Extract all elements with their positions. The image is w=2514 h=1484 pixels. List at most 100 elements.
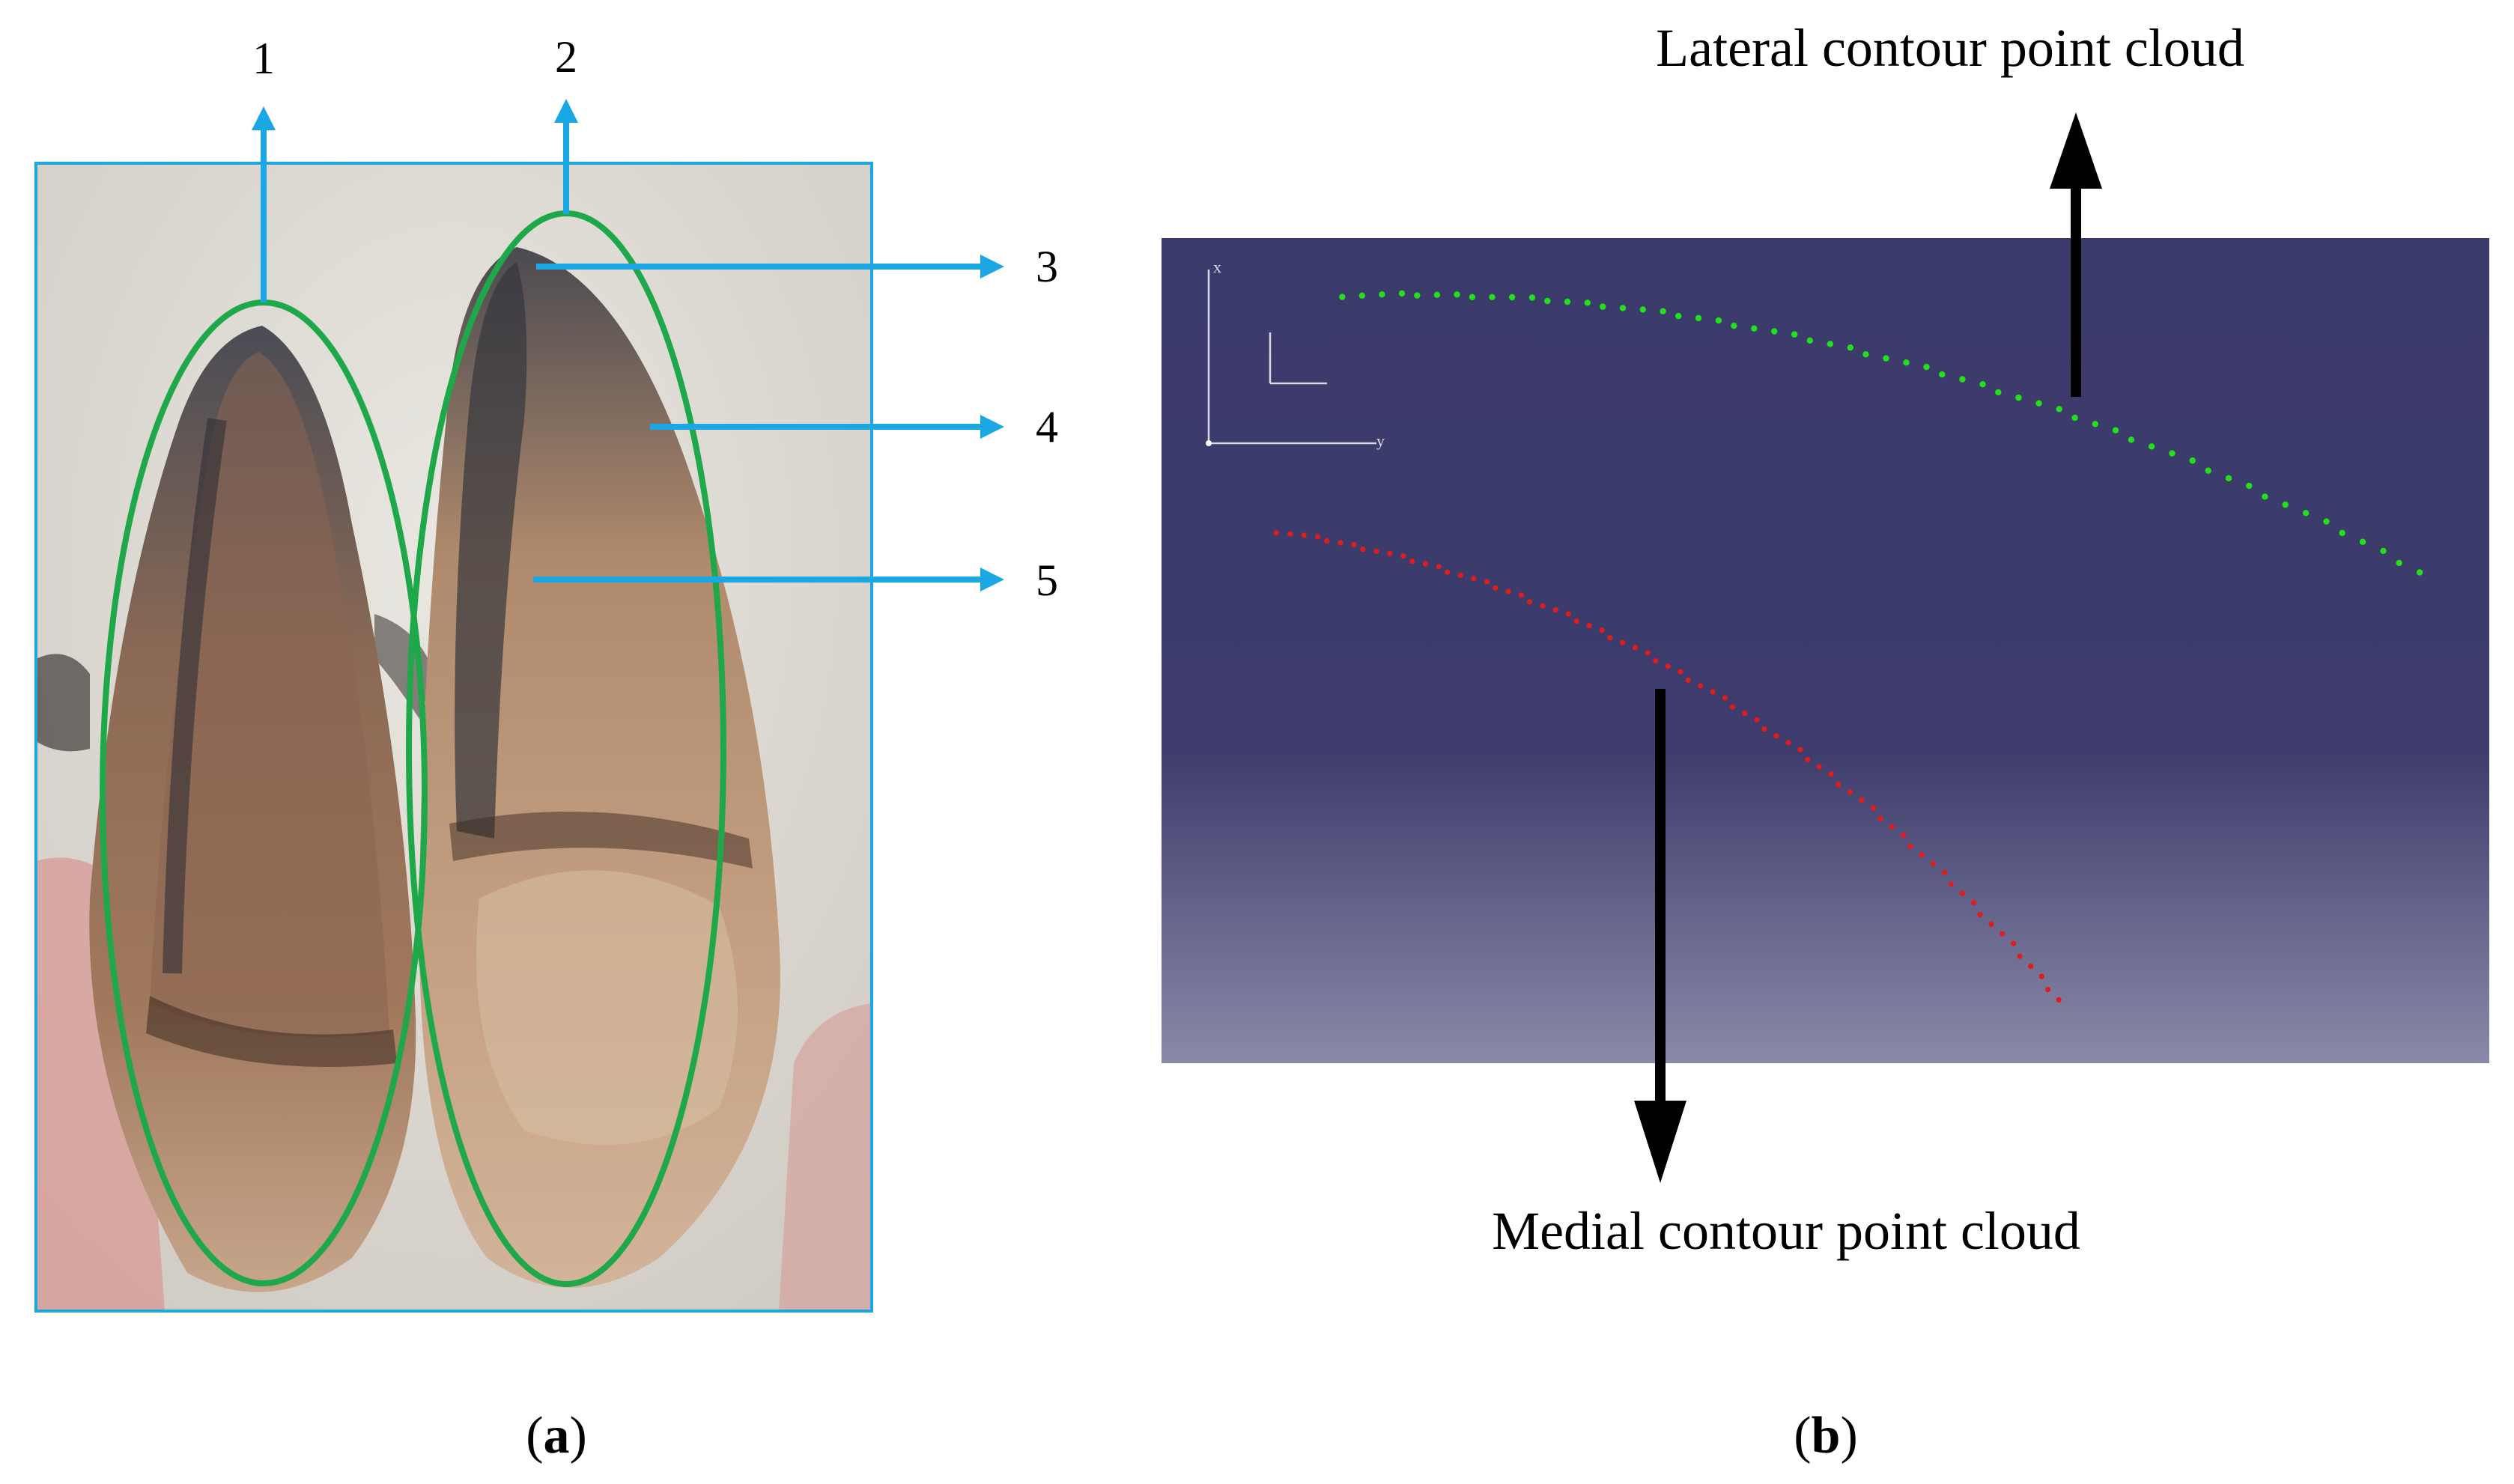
medial-point xyxy=(2028,964,2034,970)
caption-b-letter: b xyxy=(1812,1407,1841,1465)
medial-point xyxy=(1742,711,1748,717)
lateral-point xyxy=(1619,305,1627,311)
panel-a: 1 2 3 4 5 (a) xyxy=(34,32,1058,1465)
lateral-point xyxy=(1339,294,1346,300)
medial-point xyxy=(1422,561,1428,567)
medial-point xyxy=(1919,852,1925,858)
lateral-point xyxy=(1398,290,1406,297)
medial-point xyxy=(1836,782,1842,788)
lateral-point xyxy=(1939,371,1946,378)
medial-point xyxy=(2017,953,2023,959)
medial-point xyxy=(1871,805,1877,811)
lateral-point xyxy=(1544,297,1551,305)
medial-point xyxy=(1970,899,1976,905)
medial-arrow xyxy=(1634,689,1686,1183)
medial-point xyxy=(1816,764,1822,770)
lateral-point xyxy=(2416,569,2423,576)
lateral-label: Lateral contour point cloud xyxy=(1656,18,2244,78)
medial-point xyxy=(1959,890,1965,896)
lateral-point xyxy=(2015,394,2022,401)
medial-point xyxy=(1387,550,1393,557)
hoof-photo xyxy=(36,163,872,1311)
medial-point xyxy=(2045,987,2051,993)
lateral-point xyxy=(1731,322,1737,329)
medial-point xyxy=(1797,746,1803,752)
caption-b-open: ( xyxy=(1794,1407,1811,1465)
lateral-point xyxy=(1771,328,1778,335)
medial-point xyxy=(1645,650,1651,656)
lateral-point xyxy=(2380,547,2387,554)
medial-point xyxy=(1599,627,1605,633)
medial-point xyxy=(1527,599,1533,605)
medial-point xyxy=(1761,726,1767,732)
lateral-point xyxy=(1979,381,1986,388)
lateral-point xyxy=(1509,294,1516,301)
medial-point xyxy=(1847,789,1853,795)
medial-point xyxy=(1754,717,1760,723)
lateral-point xyxy=(1660,308,1666,314)
medial-point xyxy=(1988,921,1994,927)
medial-point xyxy=(1877,815,1883,821)
lateral-point xyxy=(2262,493,2268,500)
medial-point xyxy=(1287,531,1293,537)
medial-point xyxy=(1773,733,1779,739)
lateral-point xyxy=(2225,475,2232,481)
medial-point xyxy=(1710,689,1716,695)
medial-point xyxy=(1505,589,1511,594)
caption-a-close: ) xyxy=(570,1407,587,1465)
caption-b: (b) xyxy=(1794,1407,1858,1465)
medial-point xyxy=(1573,618,1579,624)
caption-a: (a) xyxy=(526,1407,587,1465)
lateral-point xyxy=(2302,510,2310,517)
medial-point xyxy=(1941,869,1948,875)
lateral-point xyxy=(1469,294,1476,300)
lateral-point xyxy=(2148,443,2155,450)
medial-point xyxy=(2011,940,2017,946)
lateral-point xyxy=(2282,501,2289,508)
medial-point xyxy=(1889,824,1895,830)
medial-point xyxy=(1930,860,1936,867)
lateral-point xyxy=(1883,355,1889,362)
medial-point xyxy=(1493,585,1499,591)
medial-point xyxy=(1859,797,1865,803)
lateral-point xyxy=(2339,529,2346,536)
medial-point xyxy=(1301,532,1307,538)
medial-point xyxy=(1471,576,1477,582)
caption-b-close: ) xyxy=(1840,1407,1857,1465)
lateral-arrow xyxy=(2050,112,2102,397)
medial-point xyxy=(1565,611,1571,617)
lateral-point xyxy=(1675,312,1682,320)
lateral-point xyxy=(1564,298,1571,305)
lateral-point xyxy=(1433,291,1441,298)
medial-point xyxy=(1607,635,1613,641)
medial-point xyxy=(1518,592,1525,598)
medial-point xyxy=(1586,623,1592,629)
medial-label: Medial contour point cloud xyxy=(1492,1201,2080,1261)
medial-point xyxy=(1677,669,1683,675)
lateral-point xyxy=(1923,363,1930,371)
lateral-point xyxy=(2323,518,2330,525)
medial-point xyxy=(1828,771,1834,777)
callout-label-4: 4 xyxy=(1036,402,1058,451)
medial-point xyxy=(2056,997,2062,1003)
callout-label-2: 2 xyxy=(555,32,577,82)
lateral-point xyxy=(2035,400,2042,407)
medial-point xyxy=(1653,658,1659,664)
lateral-point-cloud xyxy=(1339,290,2423,576)
callout-arrows xyxy=(252,99,1004,592)
lateral-point xyxy=(2205,467,2211,474)
lateral-point xyxy=(1862,351,1869,358)
medial-point xyxy=(1373,548,1379,555)
lateral-point xyxy=(1751,325,1758,332)
lateral-point xyxy=(2056,406,2062,413)
lateral-point xyxy=(2396,559,2402,567)
medial-point xyxy=(1722,695,1728,701)
lateral-point xyxy=(2359,538,2366,545)
medial-point xyxy=(1698,683,1704,689)
lateral-point xyxy=(1847,344,1853,351)
photo-frame xyxy=(34,162,873,1313)
lateral-point xyxy=(2128,437,2135,443)
axis-label-x: x xyxy=(1213,258,1221,276)
medial-point xyxy=(1273,530,1279,536)
